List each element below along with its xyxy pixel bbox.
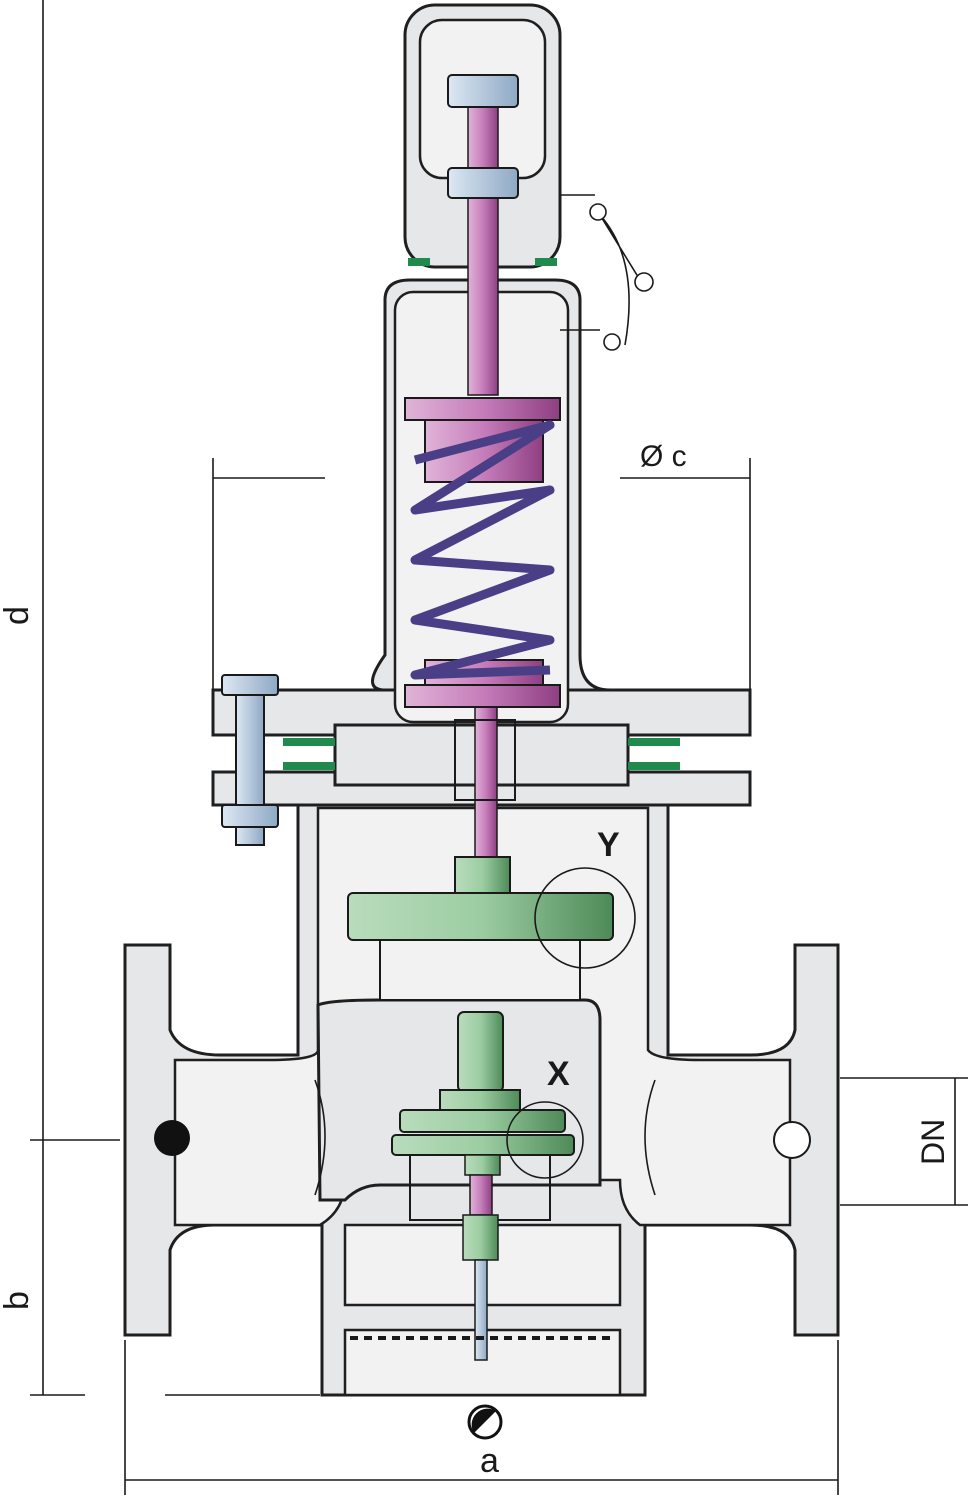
- detail-y-circle: [534, 867, 636, 969]
- valve-plug: [350, 1011, 615, 1361]
- bonnet: [371, 3, 654, 724]
- outlet-marker-icon: [773, 1121, 811, 1159]
- dimension-c-label: Ø c: [640, 440, 687, 473]
- detail-x-label: X: [547, 1055, 570, 1093]
- flange-bolt: [221, 674, 279, 846]
- dimension-lines: [30, 0, 968, 1495]
- spring: [404, 397, 561, 708]
- dimension-d-label: d: [0, 606, 36, 625]
- detail-y-label: Y: [597, 826, 620, 864]
- adjusting-screw: [447, 74, 519, 861]
- drain-plug-icon: [467, 1404, 503, 1440]
- inlet-marker-icon: [154, 1120, 190, 1156]
- dimension-a-label: a: [480, 1442, 499, 1480]
- dimension-dn-label: DN: [915, 1119, 951, 1165]
- detail-x-circle: [506, 1101, 584, 1179]
- dimension-b-label: b: [0, 1291, 36, 1310]
